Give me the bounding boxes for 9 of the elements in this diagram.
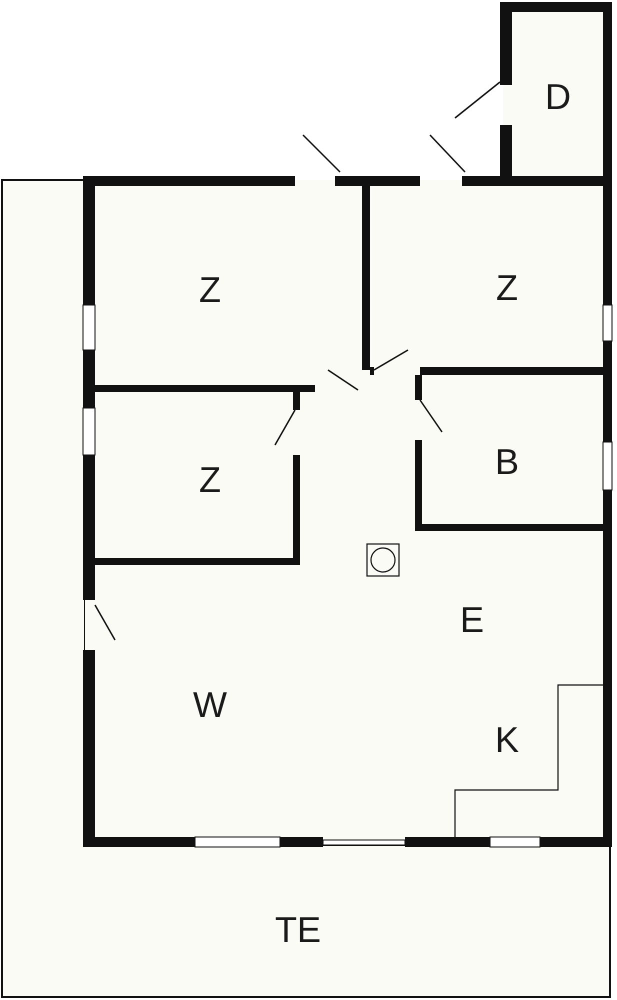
room-label: D	[545, 79, 571, 115]
room-label: Z	[199, 272, 221, 308]
room-label: E	[460, 602, 484, 638]
room-label: TE	[275, 912, 321, 948]
room-label: Z	[199, 462, 221, 498]
room-label: K	[495, 722, 519, 758]
room-label: Z	[496, 270, 518, 306]
room-label: W	[193, 687, 227, 723]
room-label: B	[495, 444, 519, 480]
